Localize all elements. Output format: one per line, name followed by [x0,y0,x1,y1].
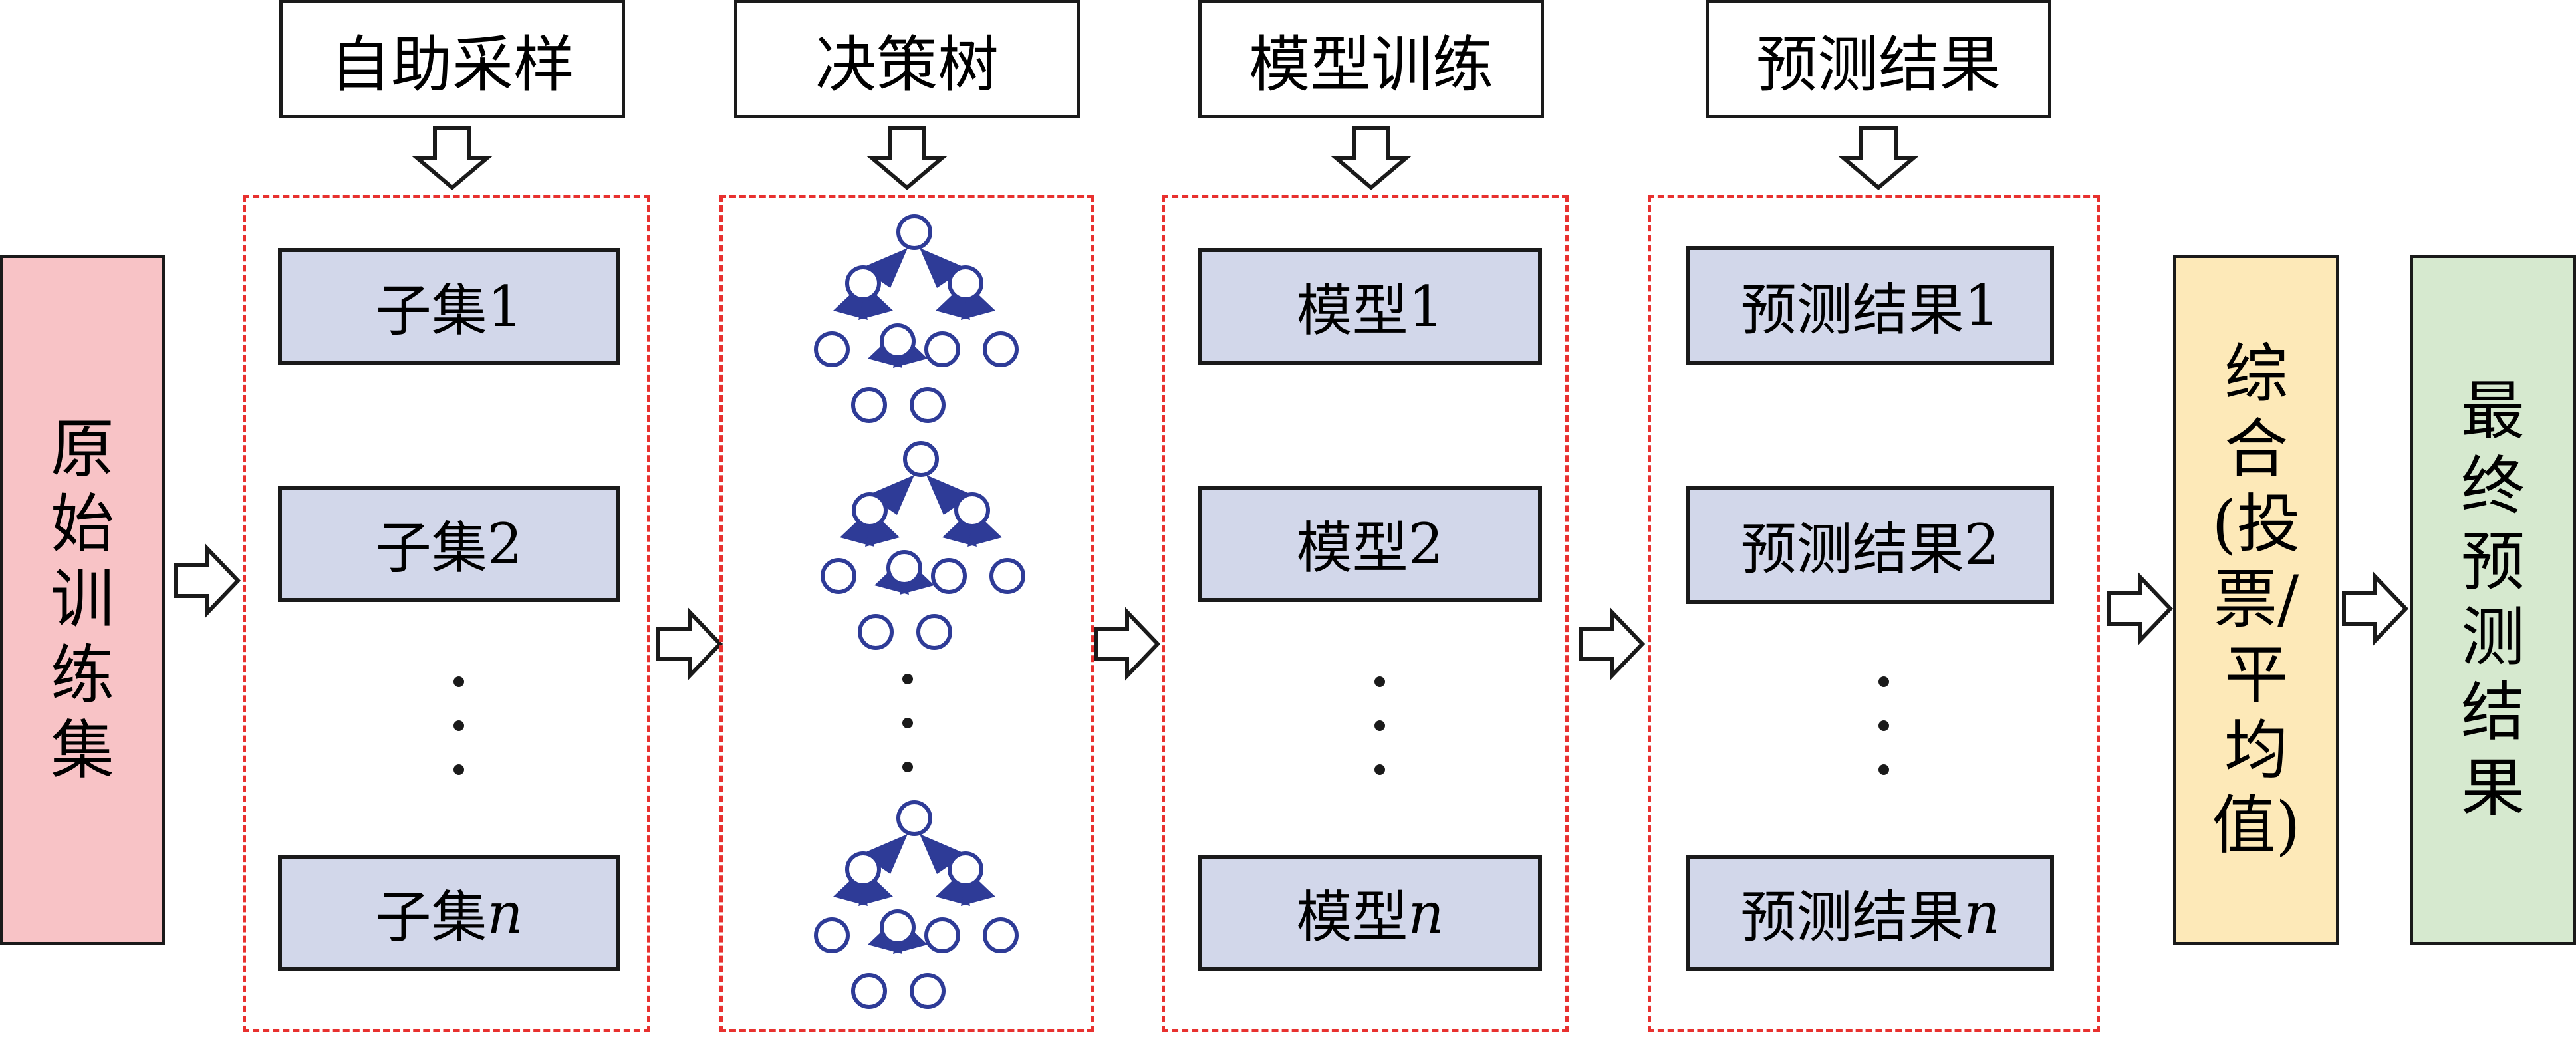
header-decision-tree: 决策树 [734,0,1080,118]
vchar: 测 [2461,600,2525,674]
down-arrow-icon [866,126,948,190]
vchar: 原 [51,411,114,486]
model-label: 模型 [1296,516,1408,581]
vchar: 始 [51,487,114,562]
vchar: 集 [51,712,114,788]
decision-trees-group [719,195,1094,1032]
model-suffix: 2 [1408,511,1444,577]
vertical-ellipsis [1877,676,1890,775]
prediction-suffix: n [1964,880,2000,946]
vchar: 票/ [2213,562,2299,637]
vchar: 训 [51,562,114,637]
subset-label: 子集 [375,278,487,343]
vertical-ellipsis [1373,676,1386,775]
original-training-set-box: 原 始 训 练 集 [0,255,165,945]
prediction-label: 预测结果 [1740,516,1964,582]
model-label: 模型 [1296,278,1408,343]
vchar: 结 [2461,675,2525,750]
header-prediction-results: 预测结果 [1706,0,2051,118]
down-arrow-icon [412,126,493,190]
combine-voting-average-box: 综 合 (投 票/ 平 均 值) [2173,255,2339,945]
model-suffix: 1 [1408,273,1444,339]
right-arrow-icon [2107,571,2174,646]
vchar: 预 [2461,524,2525,599]
vchar: 练 [51,637,114,712]
prediction-label: 预测结果 [1740,277,1964,343]
header-predict-label: 预测结果 [1755,29,2001,100]
decision-tree-icon [814,800,1019,1009]
vchar: 均 [2224,712,2288,788]
right-arrow-icon [2342,571,2409,646]
vchar: 最 [2461,374,2525,449]
header-train-label: 模型训练 [1248,29,1493,100]
subset-suffix: 1 [487,273,523,339]
vchar: 果 [2461,750,2525,825]
subsets-group [243,195,650,1032]
subset-suffix: n [487,880,523,946]
vchar: 合 [2224,411,2288,486]
model-suffix: n [1408,880,1444,946]
subset-suffix: 2 [487,511,523,577]
right-arrow-icon [656,607,723,681]
right-arrow-icon [1579,607,1646,681]
header-tree-label: 决策树 [815,29,999,100]
decision-tree-icon [814,214,1019,423]
subset-label: 子集 [375,885,487,950]
final-result-box: 最 终 预 测 结 果 [2410,255,2576,945]
decision-tree-icon [821,441,1025,650]
vchar: 终 [2461,449,2525,524]
predictions-group [1648,195,2100,1032]
vchar: 综 [2224,336,2288,411]
subset-label: 子集 [375,516,487,581]
right-arrow-icon [174,543,241,618]
right-arrow-icon [1094,607,1161,681]
prediction-label: 预测结果 [1740,885,1964,950]
models-group [1162,195,1569,1032]
vertical-ellipsis [901,674,914,772]
vchar: (投 [2212,487,2301,562]
header-bootstrap-sampling: 自助采样 [279,0,625,118]
down-arrow-icon [1331,126,1412,190]
vchar: 平 [2224,637,2288,712]
header-bootstrap-label: 自助采样 [329,29,575,100]
prediction-suffix: 2 [1964,512,2000,577]
header-model-training: 模型训练 [1198,0,1544,118]
vchar: 值) [2212,788,2301,863]
model-label: 模型 [1296,885,1408,950]
vertical-ellipsis [452,676,465,775]
prediction-suffix: 1 [1964,273,2000,338]
down-arrow-icon [1838,126,1919,190]
